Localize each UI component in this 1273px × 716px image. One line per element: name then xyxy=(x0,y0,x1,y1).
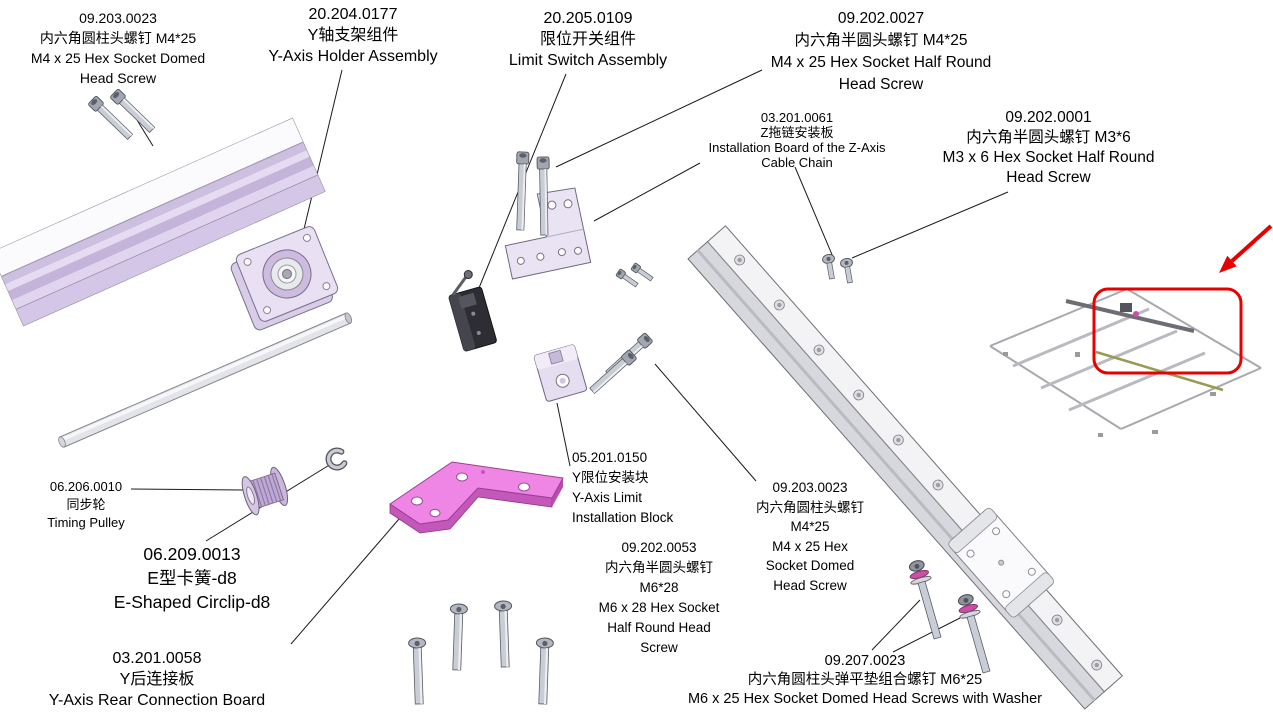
part-number: 03.201.0058 xyxy=(112,650,202,667)
label-y-rear-board: 03.201.0058 Y后连接板 Y-Axis Rear Connection… xyxy=(24,648,290,711)
part-name-zh: 内六角半圆头螺钉 M4*25 xyxy=(794,32,968,49)
part-name-en: Installation Block xyxy=(572,510,674,525)
part-number: 09.202.0001 xyxy=(1005,109,1092,126)
part-name-zh: 内六角圆柱头弹平垫组合螺钉 M6*25 xyxy=(747,672,983,688)
part-name-zh: E型卡簧-d8 xyxy=(147,568,237,588)
screw-m4x25-domed-block-2 xyxy=(589,349,637,395)
screw-m6x28-2 xyxy=(449,603,468,671)
label-circlip: 06.209.0013 E型卡簧-d8 E-Shaped Circlip-d8 xyxy=(92,542,292,614)
part-name-en: Head Screw xyxy=(838,76,924,93)
part-name-en: Limit Switch Assembly xyxy=(508,52,668,69)
part-name-en: M6 x 28 Hex Socket xyxy=(598,600,720,615)
part-number: 09.202.0053 xyxy=(621,540,697,555)
part-number: 20.204.0177 xyxy=(308,6,398,23)
y-rear-connection-board-part xyxy=(389,461,564,534)
part-number: 09.203.0023 xyxy=(772,480,848,495)
label-screw-m4x25-half-round: 09.202.0027 内六角半圆头螺钉 M4*25 M4 x 25 Hex S… xyxy=(740,8,1022,96)
part-name-zh: M4*25 xyxy=(790,519,830,534)
screw-m4x25-domed-topleft-2 xyxy=(110,89,156,133)
part-name-en: M4 x 25 Hex xyxy=(772,538,848,554)
part-name-zh: Y后连接板 xyxy=(119,671,195,688)
label-screw-m4x25-domed-right: 09.203.0023 内六角圆柱头螺钉 M4*25 M4 x 25 Hex S… xyxy=(748,478,872,595)
screw-m6x28-1 xyxy=(408,637,427,705)
screw-small-center-1 xyxy=(615,268,639,288)
label-screw-m3x6: 09.202.0001 内六角半圆头螺钉 M3*6 M3 x 6 Hex Soc… xyxy=(916,108,1181,188)
part-number: 06.209.0013 xyxy=(143,544,241,564)
leader-lines xyxy=(120,69,1009,653)
part-name-zh: 内六角半圆头螺钉 M3*6 xyxy=(966,129,1131,146)
part-number: 03.201.0061 xyxy=(760,110,834,125)
screw-m3x6-1 xyxy=(822,253,835,280)
y-axis-holder-part xyxy=(230,226,339,331)
part-name-en: M6 x 25 Hex Socket Domed Head Screws wit… xyxy=(687,691,1043,707)
aluminum-extrusion-part xyxy=(0,117,326,327)
rail-carriage-part xyxy=(948,507,1054,618)
screw-m6x25-washer-2 xyxy=(957,594,991,674)
label-screw-m6x28: 09.202.0053 内六角半圆头螺钉 M6*28 M6 x 28 Hex S… xyxy=(586,538,732,658)
part-name-zh: M6*28 xyxy=(639,580,679,595)
screw-m6x25-washer-1 xyxy=(908,560,942,640)
part-number: 09.207.0023 xyxy=(824,653,906,669)
part-name-en: Socket Domed xyxy=(765,558,855,573)
part-name-en: Screw xyxy=(640,640,678,655)
e-circlip-part xyxy=(325,447,349,471)
part-name-en: Y-Axis Rear Connection Board xyxy=(48,692,266,709)
screw-m4x25-domed-topleft-1 xyxy=(88,96,134,140)
label-screw-m6x25-washer: 09.207.0023 内六角圆柱头弹平垫组合螺钉 M6*25 M6 x 25 … xyxy=(660,652,1070,709)
label-y-axis-holder: 20.204.0177 Y轴支架组件 Y-Axis Holder Assembl… xyxy=(248,4,458,67)
machine-overview-inset xyxy=(989,288,1262,437)
screw-m4x25-halfround-2 xyxy=(536,156,550,236)
drive-shaft-part xyxy=(58,312,353,448)
part-number: 09.203.0023 xyxy=(79,10,157,26)
label-screw-m4x25-domed-topleft: 09.203.0023 内六角圆柱头螺钉 M4*25 M4 x 25 Hex S… xyxy=(16,8,220,88)
part-name-zh: Y限位安装块 xyxy=(572,470,649,485)
part-name-en: M4 x 25 Hex Socket Half Round xyxy=(770,54,992,71)
screw-m6x28-4 xyxy=(535,637,554,705)
label-limit-switch: 20.205.0109 限位开关组件 Limit Switch Assembly xyxy=(488,8,688,71)
screw-m4x25-halfround-1 xyxy=(516,151,530,231)
part-number: 20.205.0109 xyxy=(543,10,633,27)
limit-switch-part xyxy=(448,270,497,352)
part-name-zh: 内六角圆柱头螺钉 xyxy=(756,499,864,515)
part-name-en: Y-Axis Holder Assembly xyxy=(268,48,438,65)
label-z-cable-chain-board: 03.201.0061 Z拖链安装板 Installation Board of… xyxy=(682,110,912,170)
label-timing-pulley: 06.206.0010 同步轮 Timing Pulley xyxy=(30,478,142,532)
part-name-en: Head Screw xyxy=(773,577,847,593)
location-arrow-icon xyxy=(1219,224,1273,273)
y-limit-block-part xyxy=(533,344,588,402)
part-name-zh: 限位开关组件 xyxy=(539,31,636,48)
part-name-en: Y-Axis Limit xyxy=(572,490,643,505)
part-name-en: M3 x 6 Hex Socket Half Round xyxy=(942,149,1155,166)
part-name-en: M4 x 25 Hex Socket Domed xyxy=(30,50,206,66)
part-number: 05.201.0150 xyxy=(572,450,648,465)
highlight-box xyxy=(1092,287,1243,375)
part-name-en: Head Screw xyxy=(79,70,157,86)
label-y-limit-block: 05.201.0150 Y限位安装块 Y-Axis Limit Installa… xyxy=(572,448,712,528)
part-name-en: E-Shaped Circlip-d8 xyxy=(113,592,271,612)
part-number: 09.202.0027 xyxy=(837,10,925,27)
part-name-en: Half Round Head xyxy=(607,620,711,635)
part-name-zh: 内六角半圆头螺钉 xyxy=(605,560,713,575)
part-name-en: Timing Pulley xyxy=(47,515,125,530)
linear-rail-part xyxy=(687,225,1123,710)
screw-m3x6-2 xyxy=(840,257,853,284)
screw-m6x28-3 xyxy=(494,600,513,668)
timing-pulley-part xyxy=(241,466,289,516)
part-number: 06.206.0010 xyxy=(49,479,123,494)
part-name-en: Installation Board of the Z-Axis xyxy=(708,140,886,155)
part-name-en: Head Screw xyxy=(1006,169,1091,186)
part-name-zh: Z拖链安装板 xyxy=(760,125,834,140)
part-name-zh: 同步轮 xyxy=(66,497,106,512)
part-name-zh: 内六角圆柱头螺钉 M4*25 xyxy=(39,30,197,46)
part-name-en: Cable Chain xyxy=(761,155,833,170)
screw-small-center-2 xyxy=(630,262,654,282)
part-name-zh: Y轴支架组件 xyxy=(307,27,399,44)
